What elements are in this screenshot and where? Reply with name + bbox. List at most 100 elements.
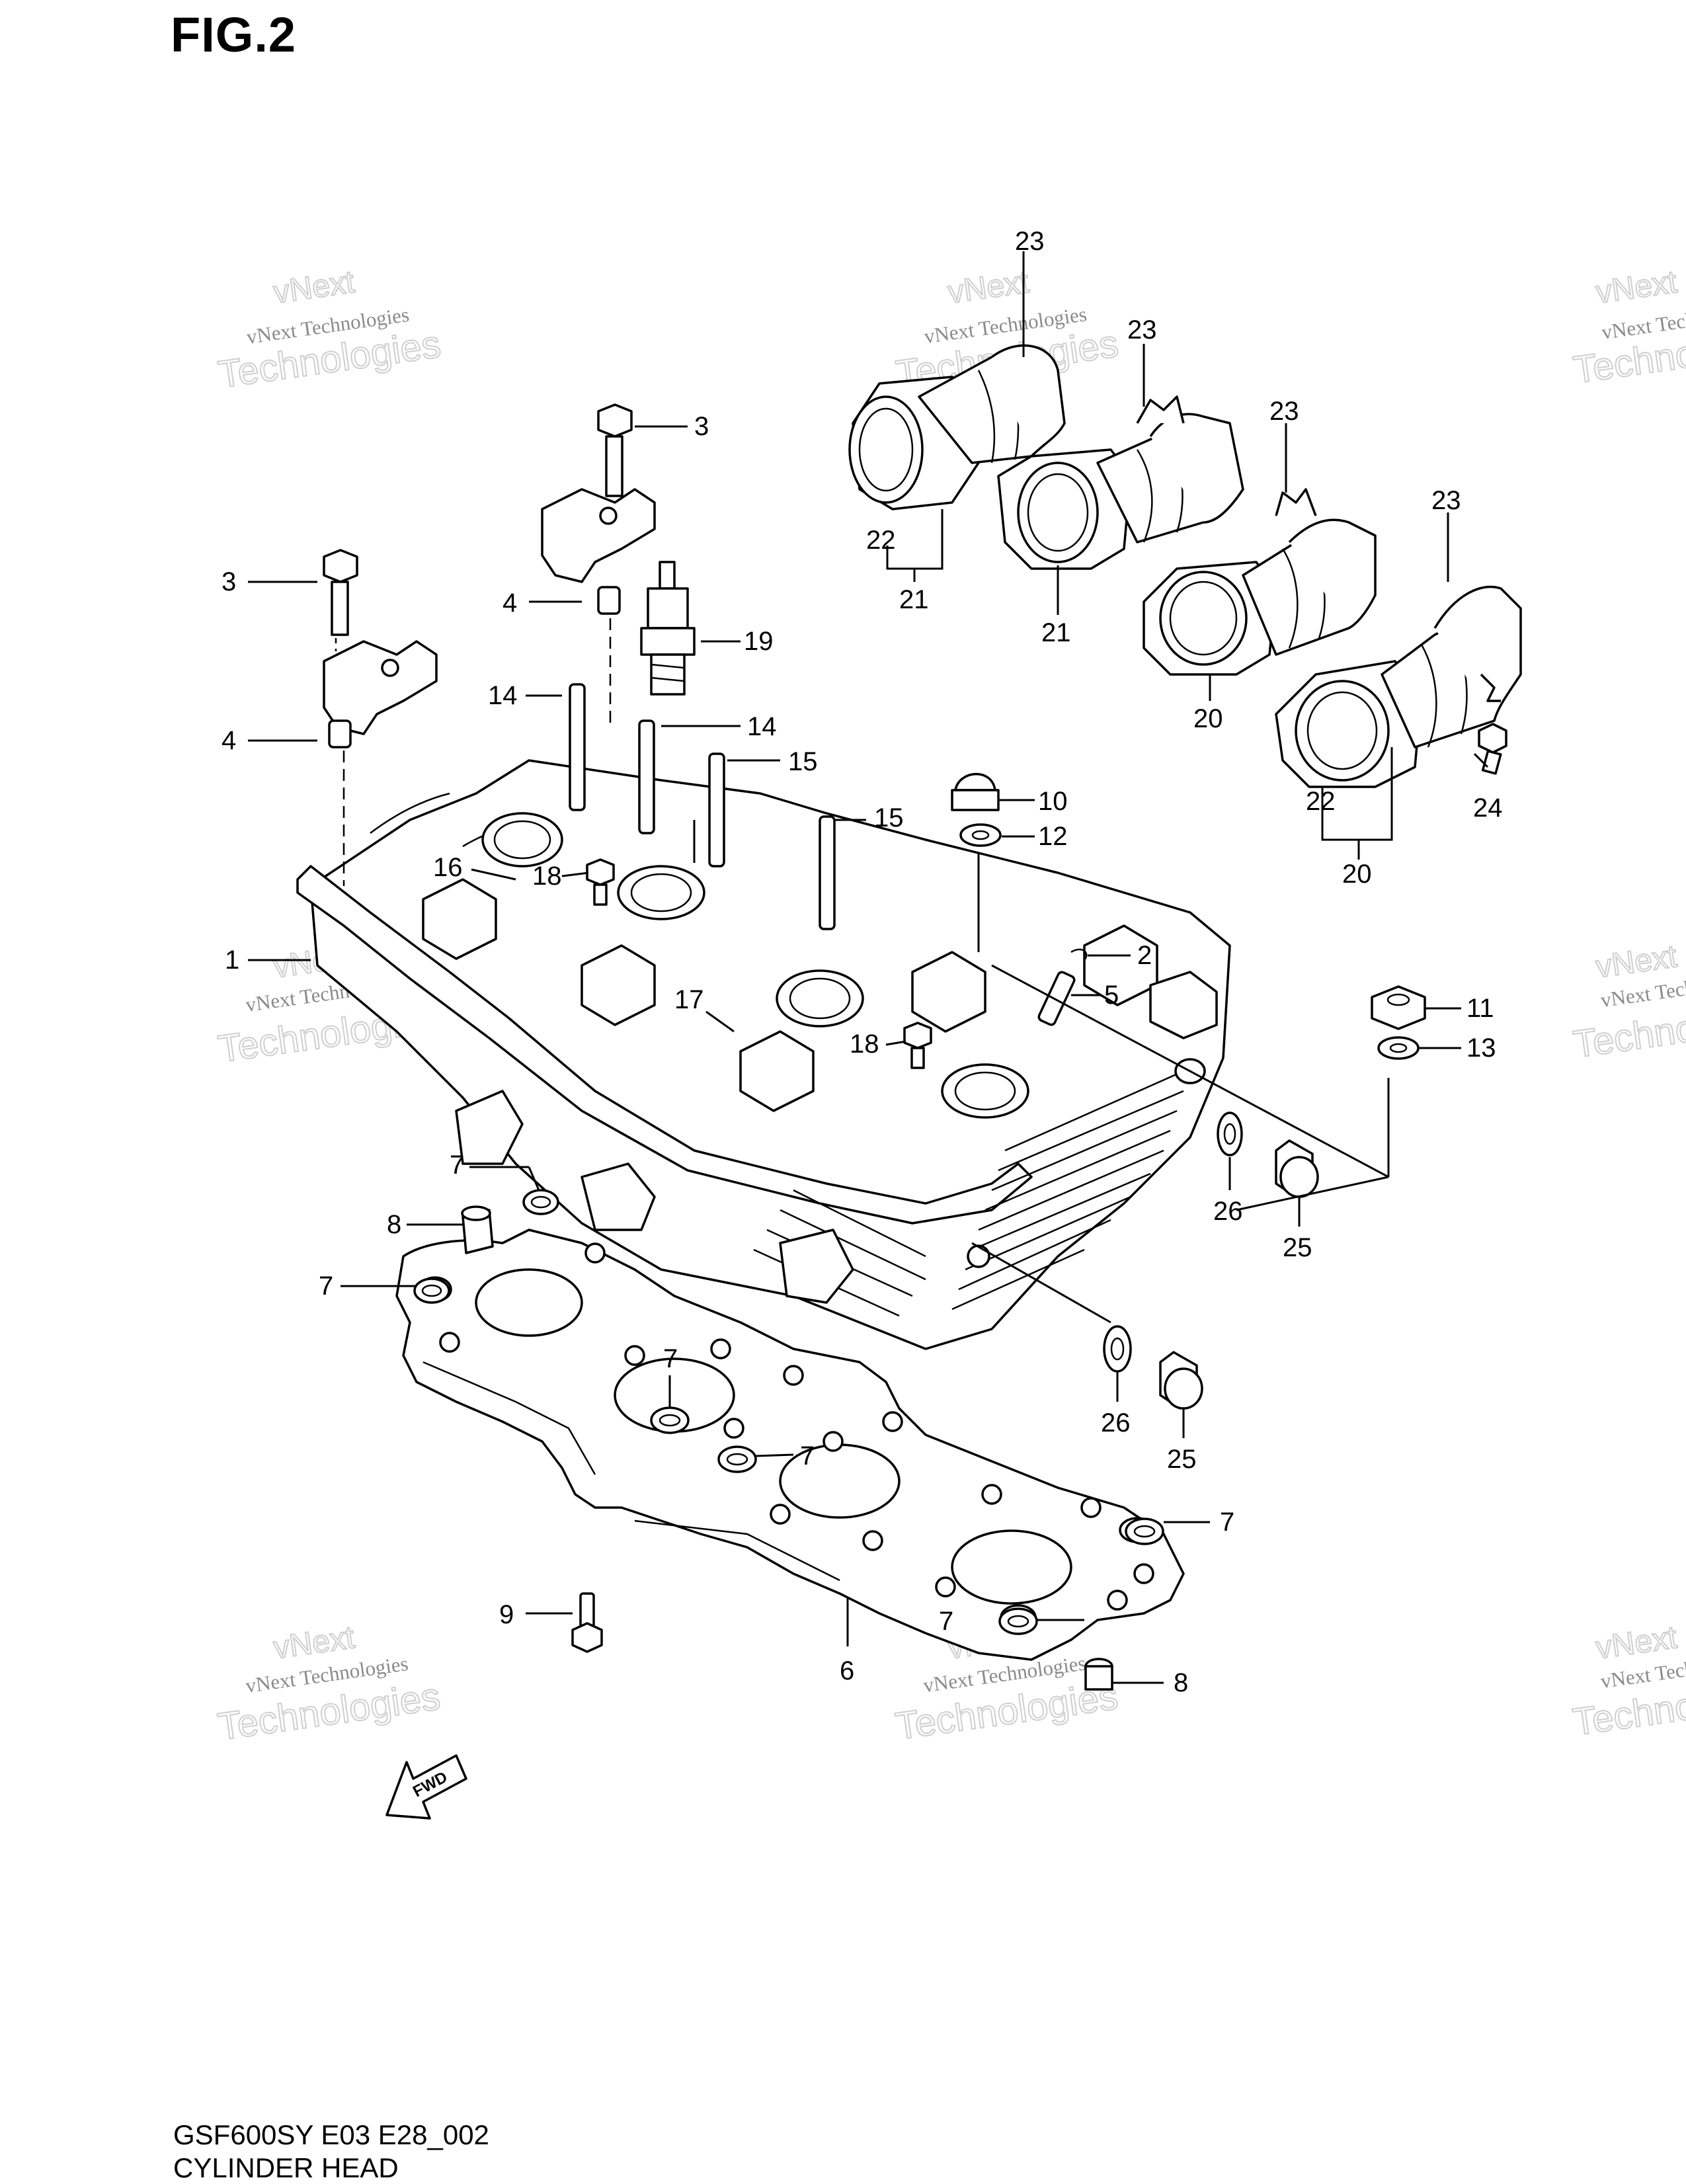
stud-15-right bbox=[819, 815, 836, 930]
callout-label: 14 bbox=[747, 712, 777, 741]
washer-12 bbox=[959, 823, 1002, 847]
dowel-pin-4-upper bbox=[597, 586, 621, 615]
callout-label: 19 bbox=[744, 627, 774, 656]
callout-label: 7 bbox=[1220, 1508, 1234, 1537]
callout-label: 26 bbox=[1213, 1197, 1243, 1226]
watermark: vNext vNext Technologies Technologies bbox=[1570, 938, 1686, 1067]
stud-14-right bbox=[638, 719, 655, 834]
watermark-text: vNext bbox=[946, 264, 1031, 311]
callout-label: 13 bbox=[1466, 1033, 1496, 1063]
spark-plug bbox=[640, 561, 696, 696]
callout-label: 23 bbox=[1127, 315, 1157, 344]
forward-direction-arrow: FWD bbox=[385, 1754, 467, 1820]
bolt-3-left bbox=[323, 549, 358, 636]
bolt-18-lower bbox=[903, 1022, 932, 1069]
cylinder-head-body bbox=[296, 759, 1231, 1350]
callout-label: 16 bbox=[433, 853, 463, 882]
watermark: vNext vNext Technologies Technologies bbox=[1570, 1619, 1686, 1744]
intake-pipe-21-right bbox=[997, 395, 1244, 570]
callout-label: 15 bbox=[788, 747, 818, 776]
plug-25-upper bbox=[1275, 1139, 1319, 1198]
washer-26-upper bbox=[1217, 1112, 1243, 1156]
callout-label: 5 bbox=[1104, 981, 1119, 1010]
bolt-24 bbox=[1478, 723, 1507, 775]
o-ring-7 bbox=[717, 1445, 757, 1473]
callout-label: 9 bbox=[499, 1600, 514, 1629]
callout-label: 21 bbox=[899, 585, 929, 614]
callout-label: 10 bbox=[1038, 787, 1068, 816]
callout-label: 18 bbox=[532, 862, 562, 891]
washer-26-lower bbox=[1103, 1325, 1132, 1373]
callout-label: 2 bbox=[1137, 941, 1152, 970]
callout-label: 17 bbox=[674, 985, 704, 1014]
callout-label: 7 bbox=[663, 1344, 678, 1373]
intake-pipe-20-left bbox=[1143, 488, 1377, 676]
clip-2 bbox=[1070, 948, 1088, 961]
cap-nut-10 bbox=[951, 772, 1000, 811]
callout-label: 8 bbox=[1174, 1668, 1188, 1697]
leader-lines bbox=[248, 251, 1489, 1684]
callout-label: 22 bbox=[1306, 787, 1336, 816]
callout-label: 25 bbox=[1167, 1445, 1197, 1474]
callout-label: 8 bbox=[387, 1210, 401, 1239]
callout-labels: 23 23 23 23 3 3 4 4 19 14 14 15 15 16 18… bbox=[221, 227, 1503, 1697]
watermark: vNext vNext Technologies Technologies bbox=[1570, 264, 1686, 392]
callout-label: 3 bbox=[221, 567, 236, 596]
callout-label: 7 bbox=[319, 1272, 333, 1301]
callout-label: 23 bbox=[1015, 227, 1045, 256]
watermark: vNext vNext Technologies Technologies bbox=[214, 1619, 443, 1749]
callout-label: 14 bbox=[488, 681, 518, 710]
camshaft-cap-upper bbox=[541, 488, 656, 583]
watermark-text: vNext bbox=[1594, 939, 1679, 985]
o-ring-7 bbox=[413, 1277, 450, 1304]
callout-label: 18 bbox=[850, 1030, 879, 1059]
watermark: vNext vNext Technologies Technologies bbox=[893, 264, 1121, 397]
watermark-text: vNext bbox=[272, 1620, 357, 1666]
model-code: GSF600SY E03 E28_002 bbox=[173, 2119, 489, 2150]
callout-label: 26 bbox=[1101, 1408, 1131, 1437]
washer-13 bbox=[1377, 1036, 1420, 1060]
o-ring-7 bbox=[1125, 1517, 1164, 1545]
plug-25-lower bbox=[1159, 1351, 1203, 1410]
callout-label: 22 bbox=[866, 526, 896, 555]
watermark-text: vNext bbox=[272, 264, 357, 311]
dowel-8-lower bbox=[1084, 1658, 1113, 1691]
callout-label: 3 bbox=[694, 412, 709, 441]
stud-14-left bbox=[569, 683, 586, 811]
bolt-9 bbox=[571, 1592, 603, 1653]
callout-label: 23 bbox=[1431, 486, 1461, 515]
callout-label: 20 bbox=[1342, 860, 1372, 889]
callout-label: 20 bbox=[1193, 704, 1223, 733]
bolt-3-upper bbox=[597, 403, 633, 497]
callout-label: 7 bbox=[939, 1607, 953, 1636]
callout-label: 7 bbox=[800, 1441, 815, 1471]
stud-15-left bbox=[708, 752, 725, 868]
section-name: CYLINDER HEAD bbox=[173, 2152, 399, 2183]
o-ring-7 bbox=[522, 1189, 559, 1215]
intake-pipe-21-left bbox=[848, 344, 1066, 510]
callout-label: 15 bbox=[874, 803, 904, 832]
watermark-text: vNext bbox=[1594, 264, 1679, 311]
callout-label: 12 bbox=[1038, 822, 1068, 851]
intake-pipe-20-right bbox=[1275, 585, 1522, 788]
watermark: vNext vNext Technologies Technologies bbox=[215, 264, 444, 397]
callout-label: 21 bbox=[1041, 618, 1071, 647]
callout-label: 11 bbox=[1466, 994, 1494, 1023]
head-gasket bbox=[395, 1229, 1185, 1661]
o-ring-7 bbox=[998, 1607, 1038, 1635]
callout-label: 1 bbox=[225, 946, 239, 975]
figure-title: FIG.2 bbox=[171, 7, 297, 62]
callout-label: 4 bbox=[502, 588, 517, 618]
watermark-text: vNext bbox=[1594, 1620, 1679, 1666]
callout-label: 24 bbox=[1473, 793, 1503, 823]
callout-label: 6 bbox=[840, 1656, 854, 1685]
callout-label: 25 bbox=[1283, 1233, 1312, 1262]
callout-label: 4 bbox=[221, 726, 236, 755]
callout-label: 7 bbox=[450, 1151, 464, 1180]
dowel-8-upper bbox=[461, 1205, 494, 1254]
nut-11 bbox=[1371, 985, 1426, 1030]
bolt-18-upper bbox=[586, 858, 615, 906]
dowel-pin-4-lower bbox=[328, 719, 352, 748]
o-ring-7 bbox=[650, 1406, 690, 1434]
